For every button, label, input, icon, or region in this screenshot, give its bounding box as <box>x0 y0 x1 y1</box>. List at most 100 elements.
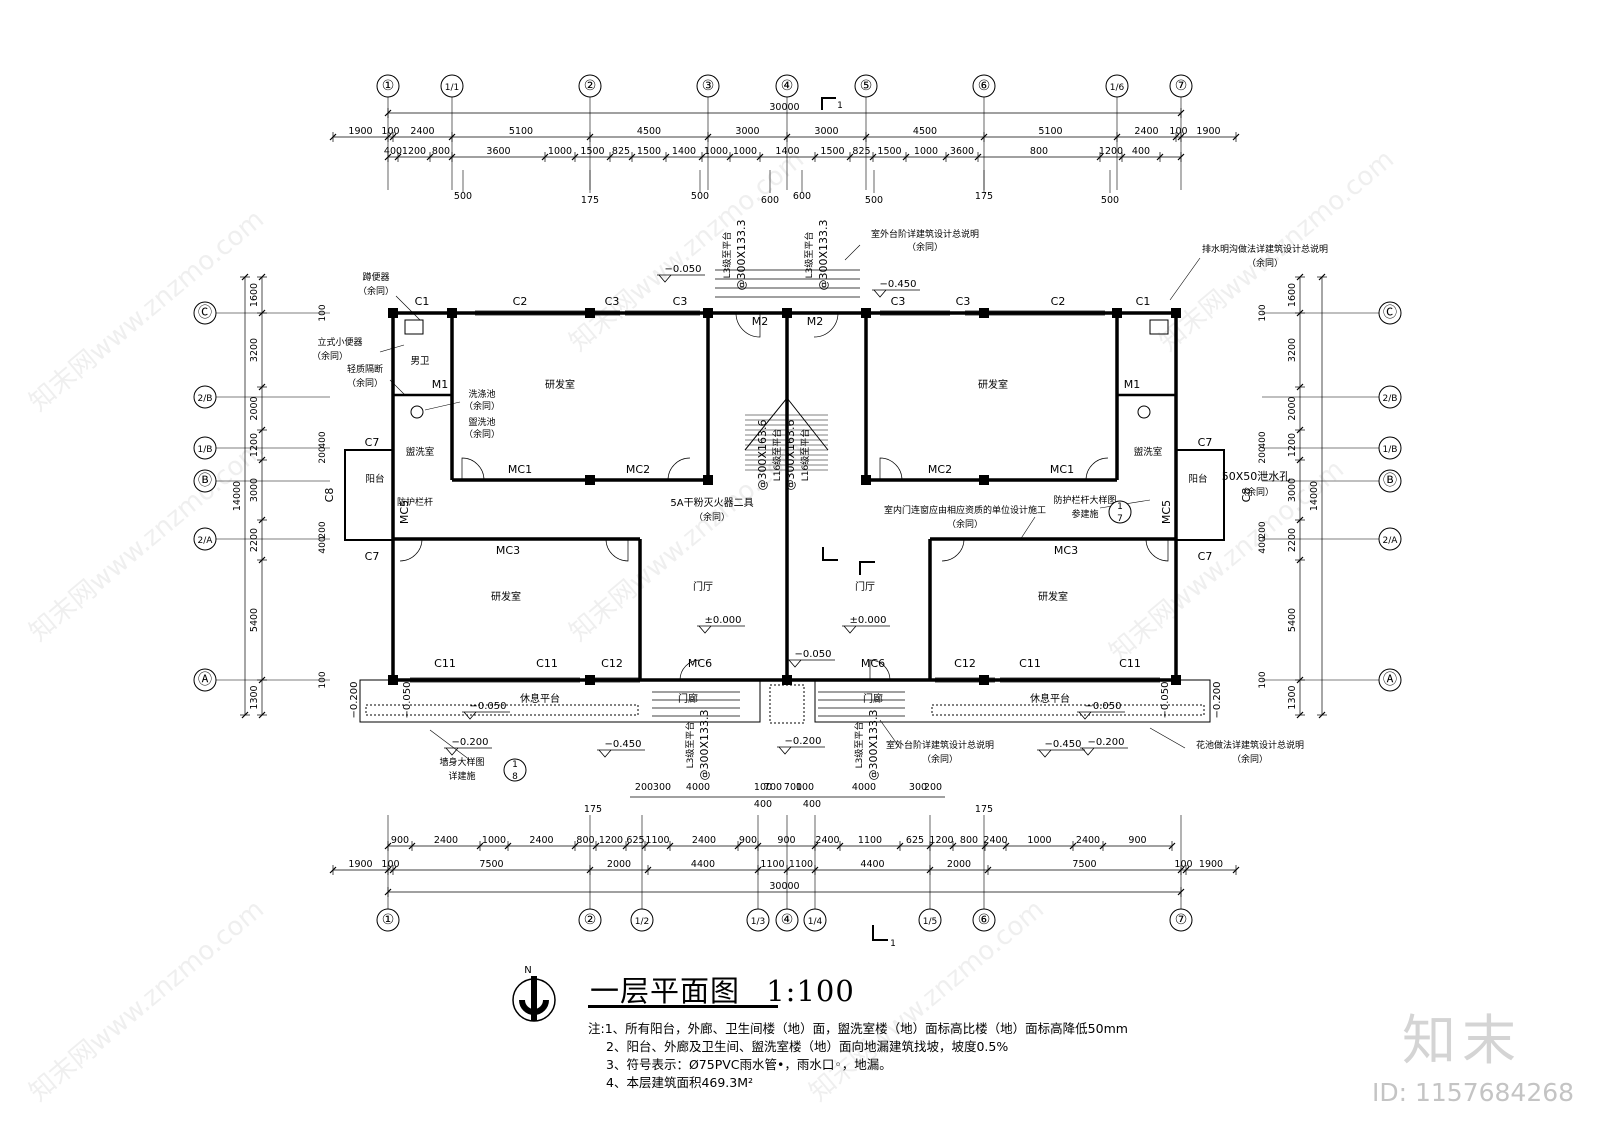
door-swing <box>1145 538 1169 562</box>
section-mark <box>822 547 838 561</box>
dim-bottom-row1-label: 800 <box>576 835 594 846</box>
dim-right-total-slash <box>1318 273 1326 281</box>
dim-top-row2-slash <box>1118 153 1126 161</box>
dim-bottom-top-label: 175 <box>584 804 602 815</box>
dim-right-total-label: 14000 <box>1309 481 1320 511</box>
dim-porch-label: 700 <box>784 782 802 793</box>
dim-right-outer-label: 2200 <box>1287 528 1298 552</box>
column <box>447 308 457 318</box>
dim-left-outer-slash <box>258 456 266 464</box>
dim-top-total-slash <box>384 109 392 117</box>
annotation: 防护栏杆大样图 <box>1053 494 1116 506</box>
door-window-tag: C7 <box>1198 436 1213 449</box>
dim-bottom-row1-slash <box>926 842 934 850</box>
toilet-fixture <box>404 319 424 335</box>
dim-bottom-row1-slash <box>734 842 742 850</box>
dim-left-inner-label: 400 <box>318 536 328 553</box>
dim-bottom-row1-label: 1200 <box>929 835 953 846</box>
dim-right-outer-label: 1600 <box>1287 283 1298 307</box>
dim-top-row2-slash <box>1096 153 1104 161</box>
dim-bottom-row2-slash <box>384 866 392 874</box>
sink-fixture <box>1137 405 1151 419</box>
annotation: 轻质隔断 <box>347 363 383 375</box>
dim-top-row1-slash <box>1177 133 1185 141</box>
brand-logo: 知末 <box>1402 1009 1522 1072</box>
dim-left-inner-label: 200 <box>318 446 328 463</box>
door-window-tag: C11 <box>1019 657 1041 670</box>
annotation: 防护栏杆 <box>397 496 433 508</box>
elevation-label: −0.050 <box>1160 681 1171 718</box>
dim-left-outer-slash <box>258 273 266 281</box>
dim-bottom-row1-slash <box>592 842 600 850</box>
elevation-label: −0.050 <box>402 681 413 718</box>
labels: 研发室研发室研发室研发室门厅门厅门廊门廊休息平台休息平台男卫盥洗室盥洗室阳台阳台… <box>312 97 1328 949</box>
door-window-tag: C12 <box>601 657 623 670</box>
terrace <box>359 679 761 723</box>
dim-bottom-total-slash <box>384 888 392 896</box>
annotation: L16级至平台 <box>799 429 811 481</box>
dim-top-row1-slash <box>586 133 594 141</box>
dim-top-row1-slash <box>704 133 712 141</box>
annotation: @300X133.3 <box>735 219 748 290</box>
door-window-tag: M1 <box>432 378 449 391</box>
annotation: 排水明沟做法详建筑设计总说明 <box>1202 243 1328 255</box>
door-window-tag: M2 <box>752 315 769 328</box>
dim-porch-label: 700 <box>764 782 782 793</box>
dim-bottom-row1-slash <box>896 842 904 850</box>
dim-bottom-row2-label: 7500 <box>1072 859 1096 870</box>
dim-top-row2-slash <box>394 153 402 161</box>
axis-label-top: 1/1 <box>445 83 459 93</box>
room-label: 休息平台 <box>1030 692 1070 705</box>
dim-bottom-row2-slash <box>1177 866 1185 874</box>
detail-marker-label: 1 <box>1117 502 1123 512</box>
dim-bottom-row2-label: 2000 <box>607 859 631 870</box>
axis-label-left: Ⓒ <box>198 305 212 321</box>
axis-label-bottom: 1/2 <box>635 917 649 927</box>
dim-top-row1-label: 1900 <box>1196 126 1220 137</box>
door-swing <box>605 538 629 562</box>
column <box>703 308 713 318</box>
dim-top-row2-label: 800 <box>432 146 450 157</box>
dim-bottom-row2-slash <box>984 866 992 874</box>
dim-top-row2-slash <box>571 153 579 161</box>
axis-label-right: Ⓐ <box>1383 672 1397 688</box>
dim-top-row2-label: 1500 <box>637 146 661 157</box>
annotation: 立式小便器 <box>317 336 362 348</box>
dim-porch-label: 300 <box>653 782 671 793</box>
north-arrow-icon: N <box>512 965 556 1022</box>
dim-bottom-row2-slash <box>926 866 934 874</box>
door-swing <box>735 312 761 338</box>
dim-porch-label: 400 <box>803 799 821 810</box>
elevation-label: ±0.000 <box>704 615 741 626</box>
dim-bottom-row1-label: 2400 <box>692 835 716 846</box>
door-window-tag: MC1 <box>508 463 532 476</box>
section-mark <box>859 561 875 575</box>
annotation: L3级至平台 <box>803 232 815 279</box>
axis-label-right: 2/B <box>1383 394 1398 404</box>
room-label: 盥洗室 <box>406 446 435 458</box>
dim-bottom-row1-slash <box>571 842 579 850</box>
annotation: 室外台阶详建筑设计总说明 <box>886 739 994 751</box>
axis-label-right: 2/A <box>1383 536 1399 546</box>
dim-left-outer-slash <box>258 556 266 564</box>
dim-right-outer-label: 1300 <box>1287 685 1298 709</box>
annotation: （余同） <box>464 400 500 412</box>
door-swing <box>679 659 701 681</box>
note-3: 3、符号表示：Ø75PVC雨水管•，雨水口◦，地漏。 <box>606 1057 892 1072</box>
door-window-tag: C11 <box>434 657 456 670</box>
column <box>585 475 595 485</box>
dim-top-row1-slash <box>1113 133 1121 141</box>
dim-bottom-row2-label: 7500 <box>479 859 503 870</box>
dim-top-row2-slash <box>869 153 877 161</box>
dim-bottom-row1-slash <box>408 842 416 850</box>
dim-top-row2-label: 400 <box>1132 146 1150 157</box>
walls <box>344 269 1225 724</box>
dim-right-outer-slash <box>1296 556 1304 564</box>
dim-right-outer-slash <box>1296 383 1304 391</box>
annotation: （余同） <box>1232 753 1268 765</box>
annotation: （余同） <box>907 241 943 253</box>
annotation: L16级至平台 <box>771 429 783 481</box>
door-window-tag: C7 <box>365 550 380 563</box>
dim-bottom-row2-label: 4400 <box>860 859 884 870</box>
